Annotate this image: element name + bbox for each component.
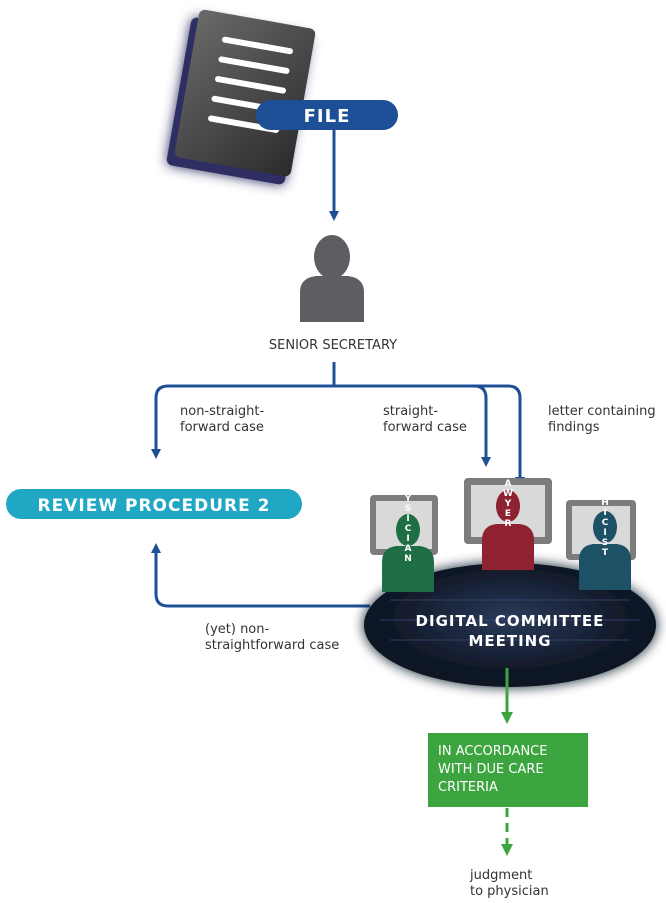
criteria-line2: WITH DUE CARE	[438, 762, 544, 777]
keyboard-oval	[364, 563, 656, 687]
criteria-line1: IN ACCORDANCE	[438, 744, 547, 759]
person-icon	[300, 235, 364, 322]
branch-lines	[151, 362, 525, 608]
physician-label: PHYSICIAN	[403, 474, 413, 564]
ethicist-figure: ETHICIST	[579, 478, 631, 590]
criteria-line3: CRITERIA	[438, 780, 498, 795]
document-icon	[166, 9, 316, 185]
senior-secretary-label: SENIOR SECRETARY	[269, 338, 397, 353]
ethicist-label: ETHICIST	[600, 478, 610, 558]
criteria-box: IN ACCORDANCE WITH DUE CARE CRITERIA	[428, 733, 588, 807]
monitor-left	[370, 495, 438, 555]
label-non-straightforward: non-straight- forward case	[180, 404, 265, 435]
physician-figure: PHYSICIAN	[382, 474, 434, 592]
file-label: FILE	[304, 106, 351, 127]
label-yet-non-straightforward: (yet) non- straightforward case	[205, 622, 340, 653]
file-pill: FILE	[256, 100, 398, 130]
lawyer-figure: LAWYER	[482, 469, 534, 570]
meeting-label-line2: MEETING	[468, 632, 551, 650]
review-procedure-pill: REVIEW PROCEDURE 2	[6, 489, 302, 519]
review-procedure-label: REVIEW PROCEDURE 2	[38, 496, 271, 516]
label-letter-findings: letter containing findings	[548, 404, 656, 435]
committee-meeting: PHYSICIAN LAWYER ETHICIST DIGITAL COMMIT…	[364, 469, 656, 687]
label-straightforward: straight- forward case	[383, 404, 467, 435]
lawyer-label: LAWYER	[503, 469, 513, 529]
meeting-label-line1: DIGITAL COMMITTEE	[416, 612, 605, 630]
label-judgment: judgment to physician	[470, 868, 549, 899]
